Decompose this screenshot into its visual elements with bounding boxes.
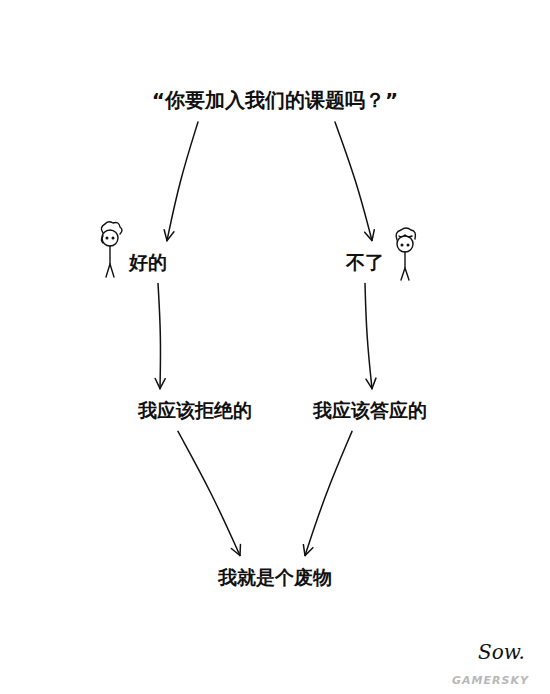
step-text: 不了: [346, 251, 384, 274]
flow-arrow: [305, 431, 352, 555]
flow-arrow: [167, 122, 198, 241]
flow-step: 不了: [342, 249, 388, 276]
step-text: “你要加入我们的课题吗？”: [152, 88, 398, 112]
stick-figure-right: [396, 228, 415, 280]
flow-arrow: [365, 283, 372, 388]
flow-arrow: [158, 283, 160, 388]
step-text: 我就是个废物: [218, 566, 332, 589]
signature: Sow.: [478, 640, 525, 664]
flow-step: 我应该拒绝的: [134, 397, 256, 424]
stick-figure-left: [101, 222, 122, 277]
step-text: 我应该答应的: [313, 399, 427, 422]
step-text: 好的: [129, 251, 167, 274]
watermark: GAMERSKY: [452, 674, 529, 687]
flow-step: 好的: [125, 249, 171, 276]
flow-arrow: [178, 431, 240, 555]
flow-step: 我就是个废物: [214, 564, 336, 591]
flow-arrow: [335, 122, 372, 241]
flow-step: 我应该答应的: [309, 397, 431, 424]
step-text: 我应该拒绝的: [138, 399, 252, 422]
question-text: “你要加入我们的课题吗？”: [148, 86, 402, 114]
